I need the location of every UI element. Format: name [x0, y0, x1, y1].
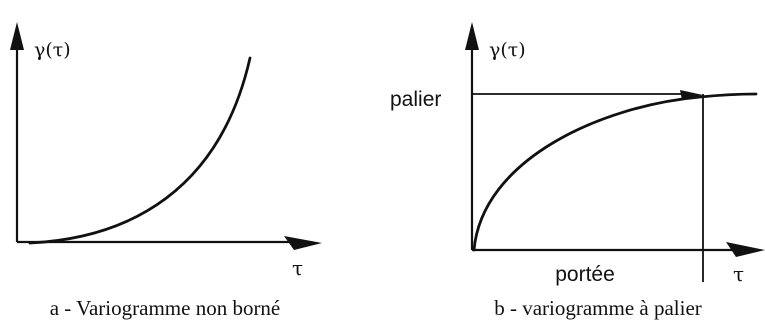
panel-a-x-axis-label: τ [292, 256, 303, 280]
panel-a-y-axis-label: γ(τ) [34, 39, 71, 61]
panel-b-x-axis-arrowhead [726, 242, 765, 257]
panel-b: γ(τ) palier portée τ b - variogramme à p… [390, 22, 765, 320]
panel-a: γ(τ) τ a - Variogramme non borné [10, 22, 322, 320]
panel-a-caption: a - Variogramme non borné [50, 296, 281, 320]
panel-b-sill-curve [472, 92, 758, 252]
panel-b-range-label: portée [555, 263, 615, 286]
panel-b-y-axis-label: γ(τ) [489, 39, 526, 61]
panel-b-x-axis-label: τ [733, 262, 744, 286]
panel-b-sill-label: palier [390, 88, 441, 111]
panel-a-x-axis-arrowhead [284, 236, 322, 250]
panel-b-y-axis-arrowhead [465, 22, 479, 50]
panel-b-caption: b - variogramme à palier [494, 296, 702, 320]
panel-a-y-axis-arrowhead [10, 22, 24, 50]
panel-a-unbounded-curve [28, 56, 252, 245]
